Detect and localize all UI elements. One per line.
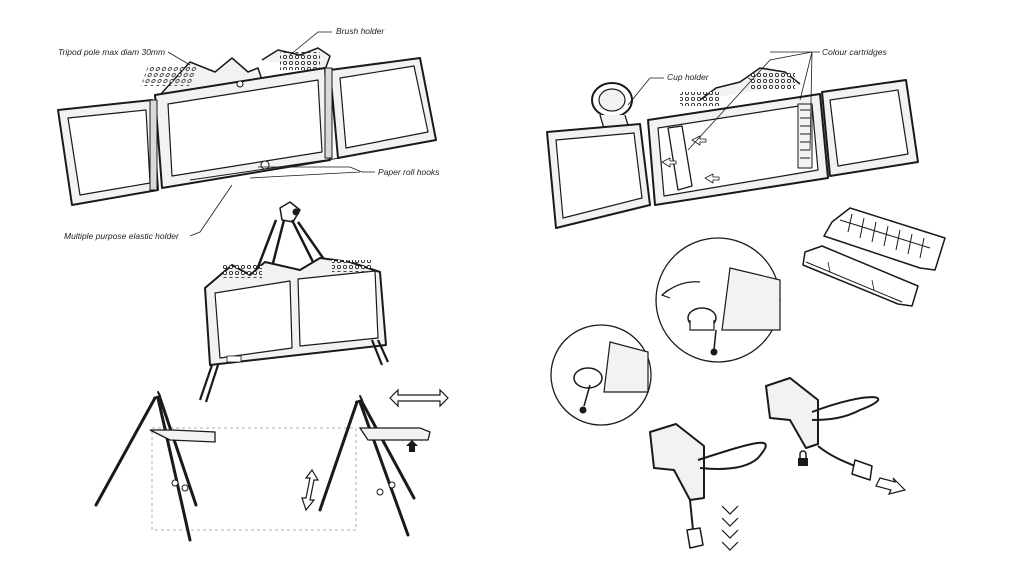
callout-lines-left — [167, 31, 375, 237]
board-right-panel — [297, 270, 379, 347]
callout-lines-right — [627, 51, 820, 151]
clamp-locked — [765, 377, 880, 481]
tripod-right — [318, 395, 431, 537]
middle-panel-board — [167, 79, 323, 177]
label-elastic-holder: Multiple purpose elastic holder — [64, 231, 179, 241]
arrow-right-icon — [875, 477, 907, 495]
check-chevrons-icon — [721, 505, 739, 551]
board-left-panel — [214, 280, 293, 359]
easel-open-right — [546, 67, 919, 229]
right-panel-board — [339, 65, 429, 149]
easel-open-left — [57, 47, 437, 206]
cartridge-tray-closed — [802, 245, 919, 307]
label-cup-holder: Cup holder — [667, 72, 709, 82]
tripod-head — [279, 201, 301, 223]
label-colour-cartridges: Colour cartridges — [822, 47, 887, 57]
label-brush-holder: Brush holder — [336, 26, 385, 36]
colour-cartridges-mounted — [797, 103, 813, 169]
label-paper-roll-hooks: Paper roll hooks — [378, 167, 440, 177]
double-arrow-horizontal-icon — [389, 388, 449, 408]
detail-circle-top — [655, 237, 781, 363]
easel-on-tripod — [198, 201, 390, 403]
arrow-up-icon — [406, 440, 418, 452]
double-arrow-vertical-icon — [301, 468, 320, 512]
cartridge-tray-open — [823, 207, 946, 271]
lock-icon — [798, 450, 808, 466]
dashed-area — [151, 427, 357, 531]
detail-circle-bottom — [550, 324, 652, 426]
tripod-left — [94, 391, 216, 542]
label-tripod-pole: Tripod pole max diam 30mm — [58, 47, 166, 57]
left-panel-board — [67, 109, 151, 196]
clamp-elastic — [649, 423, 767, 549]
